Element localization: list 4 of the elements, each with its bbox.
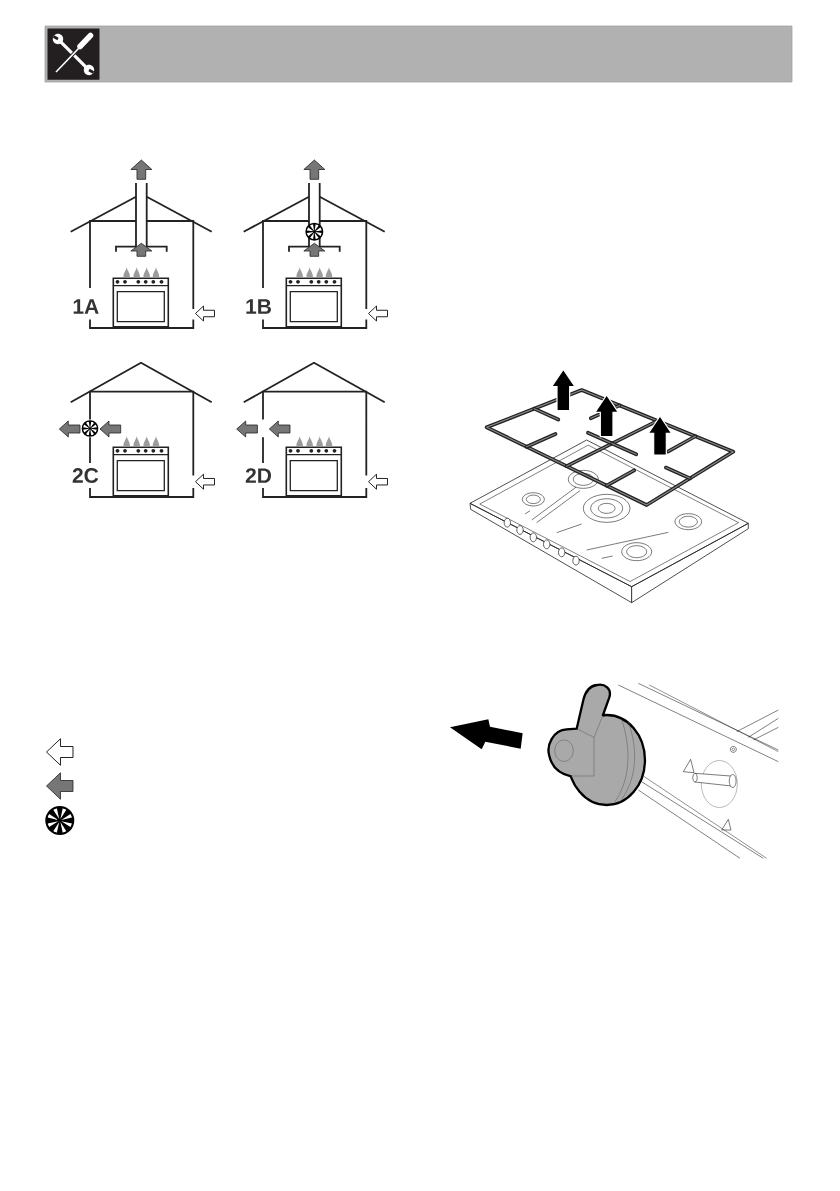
figure-label: 2C: [72, 468, 99, 483]
figure-label: 1A: [73, 299, 99, 314]
figure-label: 1B: [246, 299, 271, 314]
figure-label: 2D: [245, 468, 272, 483]
